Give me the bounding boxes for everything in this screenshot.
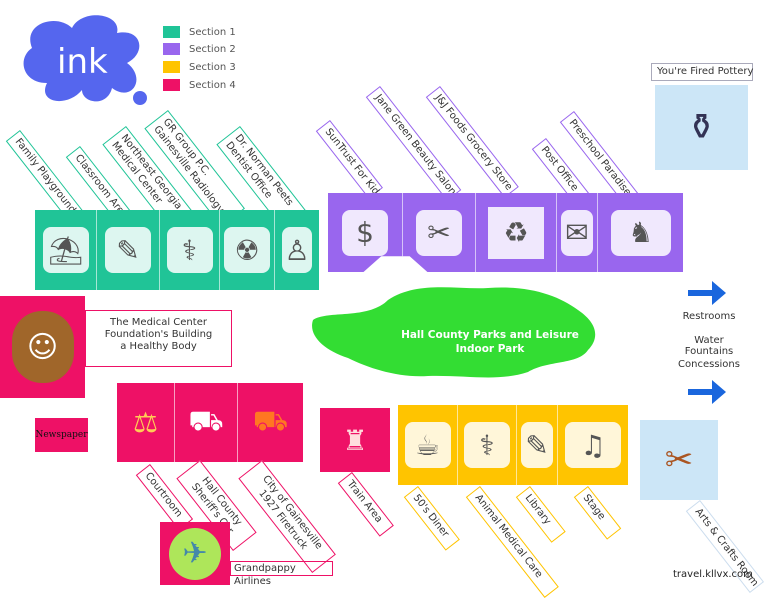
booth-stage[interactable]: ♫ xyxy=(558,405,628,485)
theater-icon: ♫ xyxy=(565,422,621,468)
logo-text: ink xyxy=(57,42,108,82)
booth-courtroom[interactable]: ⚖ xyxy=(117,383,175,462)
booth-classroom[interactable]: ✎ xyxy=(97,210,160,290)
amenity-restrooms: Restrooms xyxy=(682,311,736,322)
booth-dentist[interactable]: ♙ xyxy=(275,210,319,290)
watermark: travel.kllvx.com xyxy=(673,569,753,580)
label-stage[interactable]: Stage xyxy=(573,486,622,540)
legend-item: Section 4 xyxy=(163,79,236,91)
firetruck-icon: ⛟ xyxy=(252,404,289,437)
pottery-icon[interactable]: ⚱ xyxy=(655,85,748,170)
booth-animal-care[interactable]: ⚕ xyxy=(458,405,517,485)
chef-icon: ☕ xyxy=(404,422,451,468)
label-suntrust[interactable]: SunTrust For Kids xyxy=(315,120,384,201)
label-train-area[interactable]: Train Area xyxy=(337,472,394,537)
mailbox-icon: ✉ xyxy=(561,209,593,256)
booth-sheriff-car[interactable]: ⛟ xyxy=(175,383,238,462)
booth-suntrust[interactable]: $ xyxy=(328,193,403,272)
grocery-icon: ♻ xyxy=(488,206,544,259)
label-pottery[interactable]: You're Fired Pottery xyxy=(651,63,753,81)
arrow-right-icon xyxy=(688,380,726,404)
label-animal-care[interactable]: Animal Medical Care xyxy=(465,486,559,598)
slide-icon: ⛱ xyxy=(42,227,89,273)
booth-airlines[interactable]: ✈ xyxy=(160,522,230,585)
ink-logo: ink xyxy=(23,15,147,105)
label-firetruck[interactable]: City of Gainesville 1927 Firetruck xyxy=(238,460,336,574)
booth-medical-center[interactable]: ⚕ xyxy=(160,210,220,290)
section4-strip: ⚖ ⛟ ⛟ xyxy=(117,383,303,462)
gavel-icon: ⚖ xyxy=(132,406,159,439)
xray-icon: ☢ xyxy=(224,227,270,273)
indoor-park[interactable] xyxy=(308,280,604,382)
mascot-face-icon: ☺ xyxy=(11,311,74,383)
booth-library[interactable]: ✎ xyxy=(517,405,558,485)
newspaper-booth[interactable]: Newspaper xyxy=(35,418,88,452)
section3-strip: ☕ ⚕ ✎ ♫ xyxy=(398,405,628,485)
section2-strip: $ ✂ ♻ ✉ ♞ xyxy=(328,193,683,272)
airplane-icon: ✈ xyxy=(169,527,221,580)
label-library[interactable]: Library xyxy=(515,486,566,543)
mascot-image[interactable]: ☺ xyxy=(0,296,85,398)
section1-strip: ⛱ ✎ ⚕ ☢ ♙ xyxy=(35,210,319,290)
booth-firetruck[interactable]: ⛟ xyxy=(238,383,303,462)
booth-post-office[interactable]: ✉ xyxy=(557,193,598,272)
booth-grocery[interactable]: ♻ xyxy=(476,193,557,272)
arts-crafts-icon[interactable]: ✂ xyxy=(640,420,718,500)
booth-preschool[interactable]: ♞ xyxy=(598,193,683,272)
money-icon: $ xyxy=(342,209,388,256)
legend-item: Section 1 xyxy=(163,26,236,38)
tooth-icon: ♙ xyxy=(282,227,312,273)
reading-icon: ✎ xyxy=(521,422,553,468)
legend-item: Section 3 xyxy=(163,61,236,73)
train-icon: ♜ xyxy=(342,423,368,457)
stylist-icon: ✂ xyxy=(416,209,462,256)
vet-icon: ⚕ xyxy=(464,422,510,468)
toys-icon: ♞ xyxy=(610,209,671,256)
doctor-icon: ⚕ xyxy=(166,227,213,273)
police-car-icon: ⛟ xyxy=(188,404,224,437)
label-airlines[interactable]: Grandpappy Airlines xyxy=(230,561,333,587)
legend-item: Section 2 xyxy=(163,43,236,55)
label-diner[interactable]: 50's Diner xyxy=(403,486,460,551)
park-label: Hall County Parks and Leisure Indoor Par… xyxy=(401,329,579,355)
booth-diner[interactable]: ☕ xyxy=(398,405,458,485)
booth-beauty-salon[interactable]: ✂ xyxy=(403,193,476,272)
amenity-water-fountains: Water Fountains xyxy=(684,335,734,357)
booth-family-playground[interactable]: ⛱ xyxy=(35,210,97,290)
label-medical-foundation[interactable]: The Medical Center Foundation's Building… xyxy=(85,310,232,367)
amenity-concessions: Concessions xyxy=(678,359,740,370)
booth-train[interactable]: ♜ xyxy=(320,408,390,472)
booth-radiology[interactable]: ☢ xyxy=(220,210,275,290)
classroom-icon: ✎ xyxy=(105,227,151,273)
arrow-right-icon xyxy=(688,281,726,305)
